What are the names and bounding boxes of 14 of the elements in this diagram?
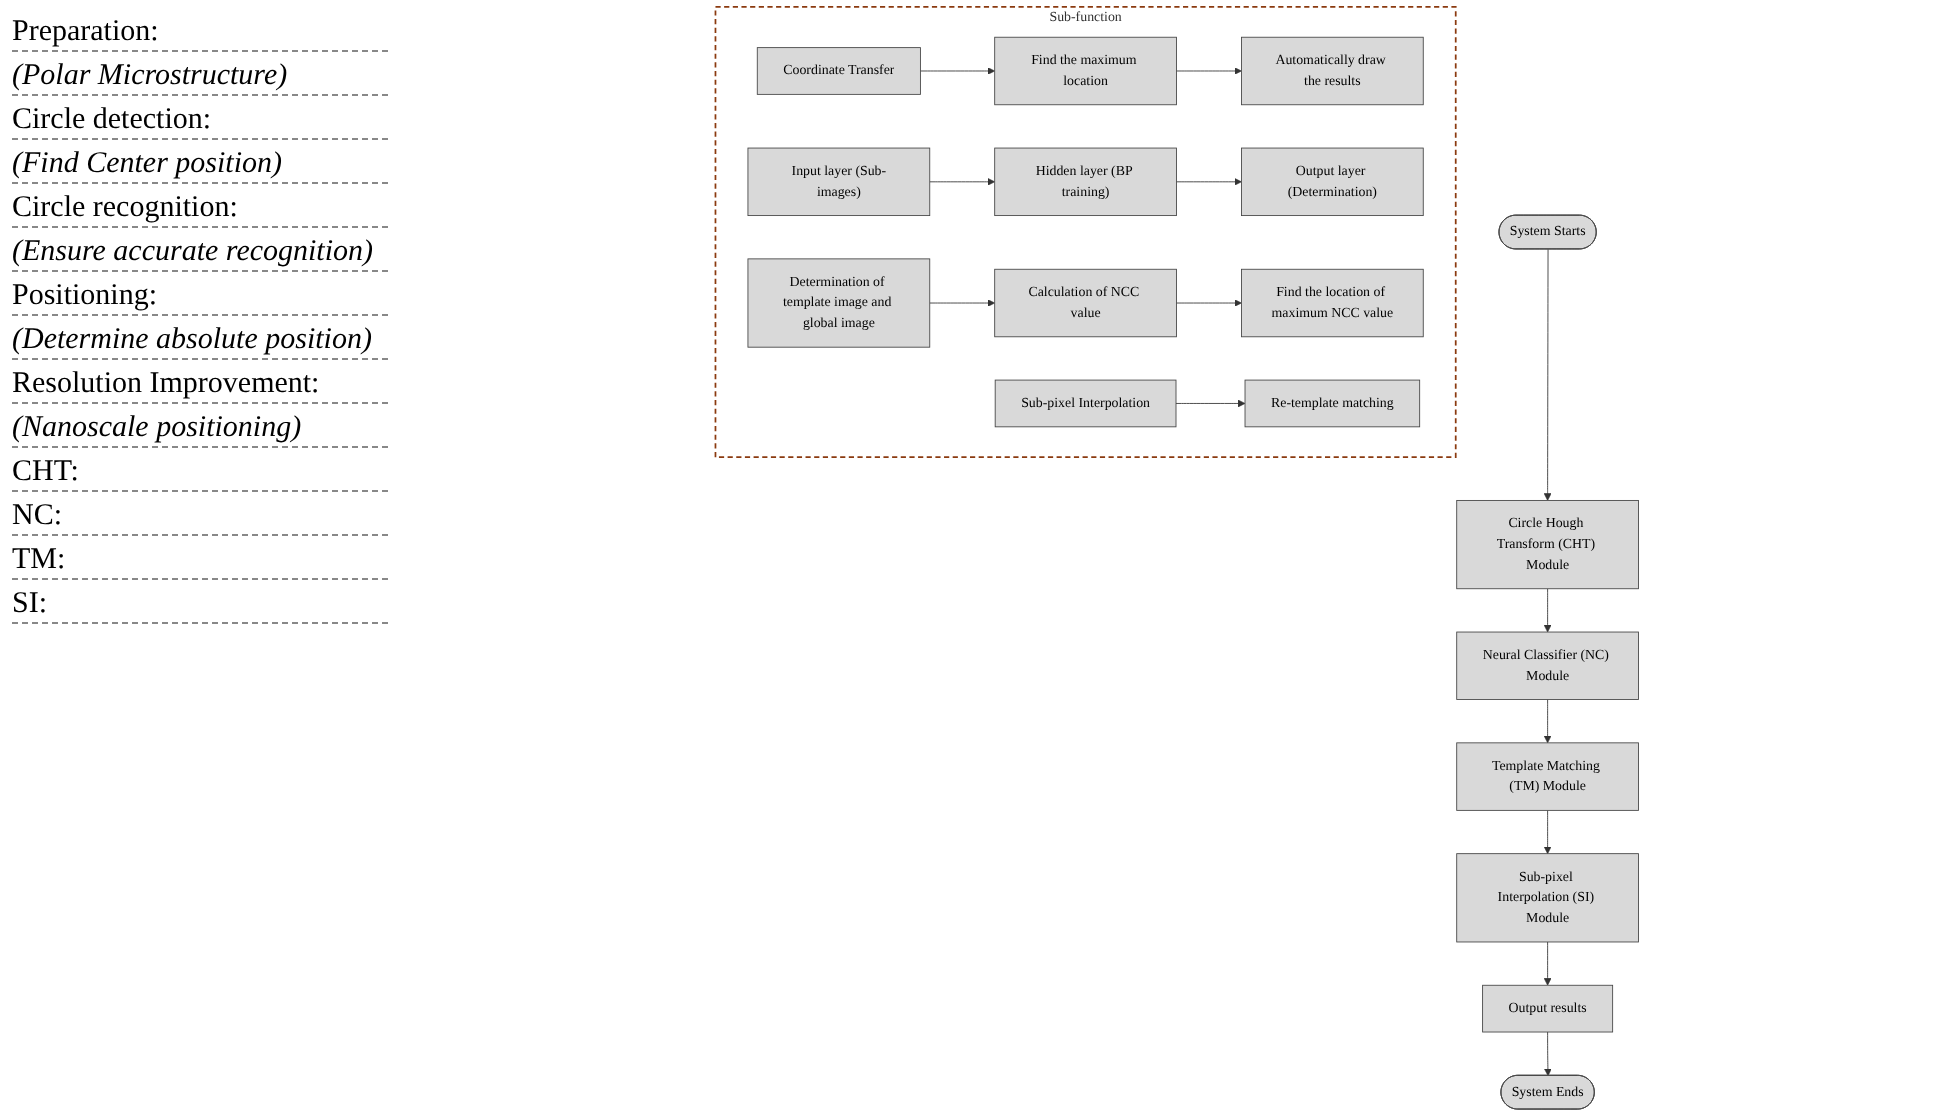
stage-label: Circle detection: bbox=[12, 104, 388, 140]
stage-label: Preparation: bbox=[12, 16, 388, 52]
stage-label: (Ensure accurate recognition) bbox=[12, 236, 388, 272]
stage-label: (Polar Microstructure) bbox=[12, 60, 388, 96]
stage-label: (Find Center position) bbox=[12, 148, 388, 184]
stage-label: Circle recognition: bbox=[12, 192, 388, 228]
stage-label: CHT: bbox=[12, 456, 388, 492]
stage-label: Positioning: bbox=[12, 280, 388, 316]
stage-label: (Determine absolute position) bbox=[12, 324, 388, 360]
stage-label: NC: bbox=[12, 500, 388, 536]
stage-label: Resolution Improvement: bbox=[12, 368, 388, 404]
stage-label: (Nanoscale positioning) bbox=[12, 412, 388, 448]
stage-label: TM: bbox=[12, 544, 388, 580]
stage-label: SI: bbox=[12, 588, 388, 624]
